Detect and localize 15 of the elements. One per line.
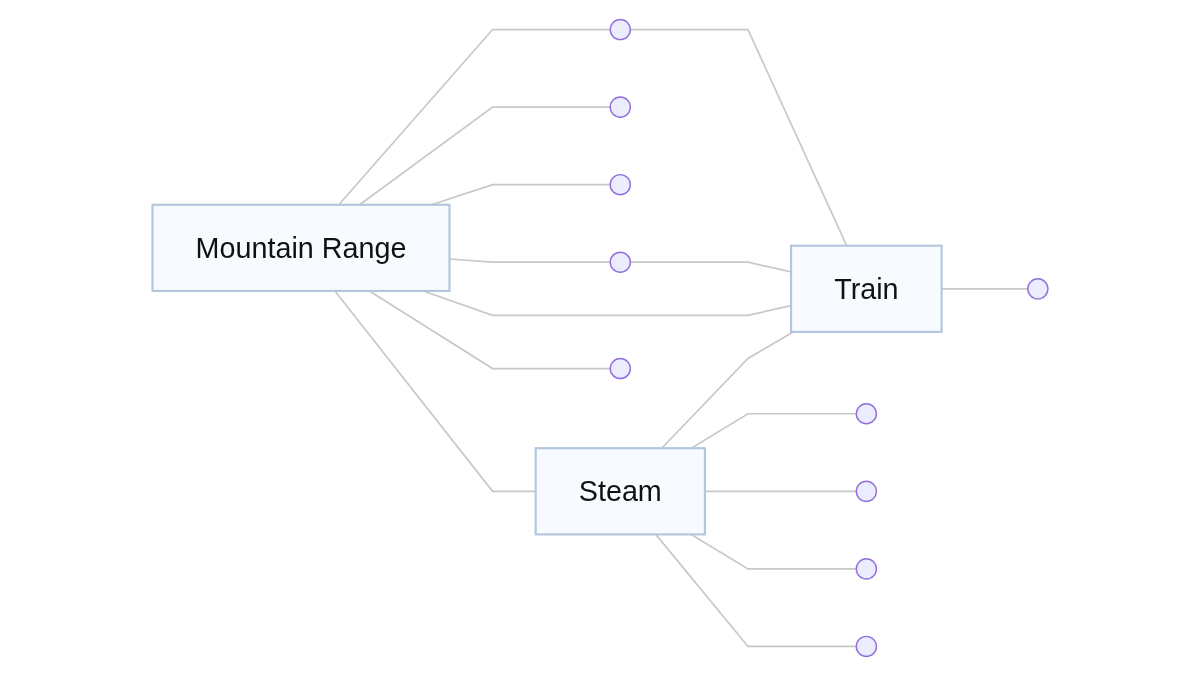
node-circle bbox=[855, 480, 877, 502]
node-circle bbox=[1026, 277, 1049, 300]
node-circle bbox=[855, 557, 877, 580]
node-circle bbox=[609, 95, 631, 118]
node-circle bbox=[609, 250, 631, 273]
node-circle bbox=[609, 173, 631, 195]
node-circle bbox=[609, 18, 631, 40]
node-circle bbox=[609, 357, 631, 379]
node-circle bbox=[855, 635, 877, 657]
node-box: Train bbox=[789, 244, 943, 333]
connector bbox=[654, 533, 857, 647]
connector bbox=[690, 533, 857, 570]
node-box: Steam bbox=[534, 446, 706, 535]
node-box: Mountain Range bbox=[151, 203, 451, 292]
node-circle bbox=[855, 402, 877, 425]
